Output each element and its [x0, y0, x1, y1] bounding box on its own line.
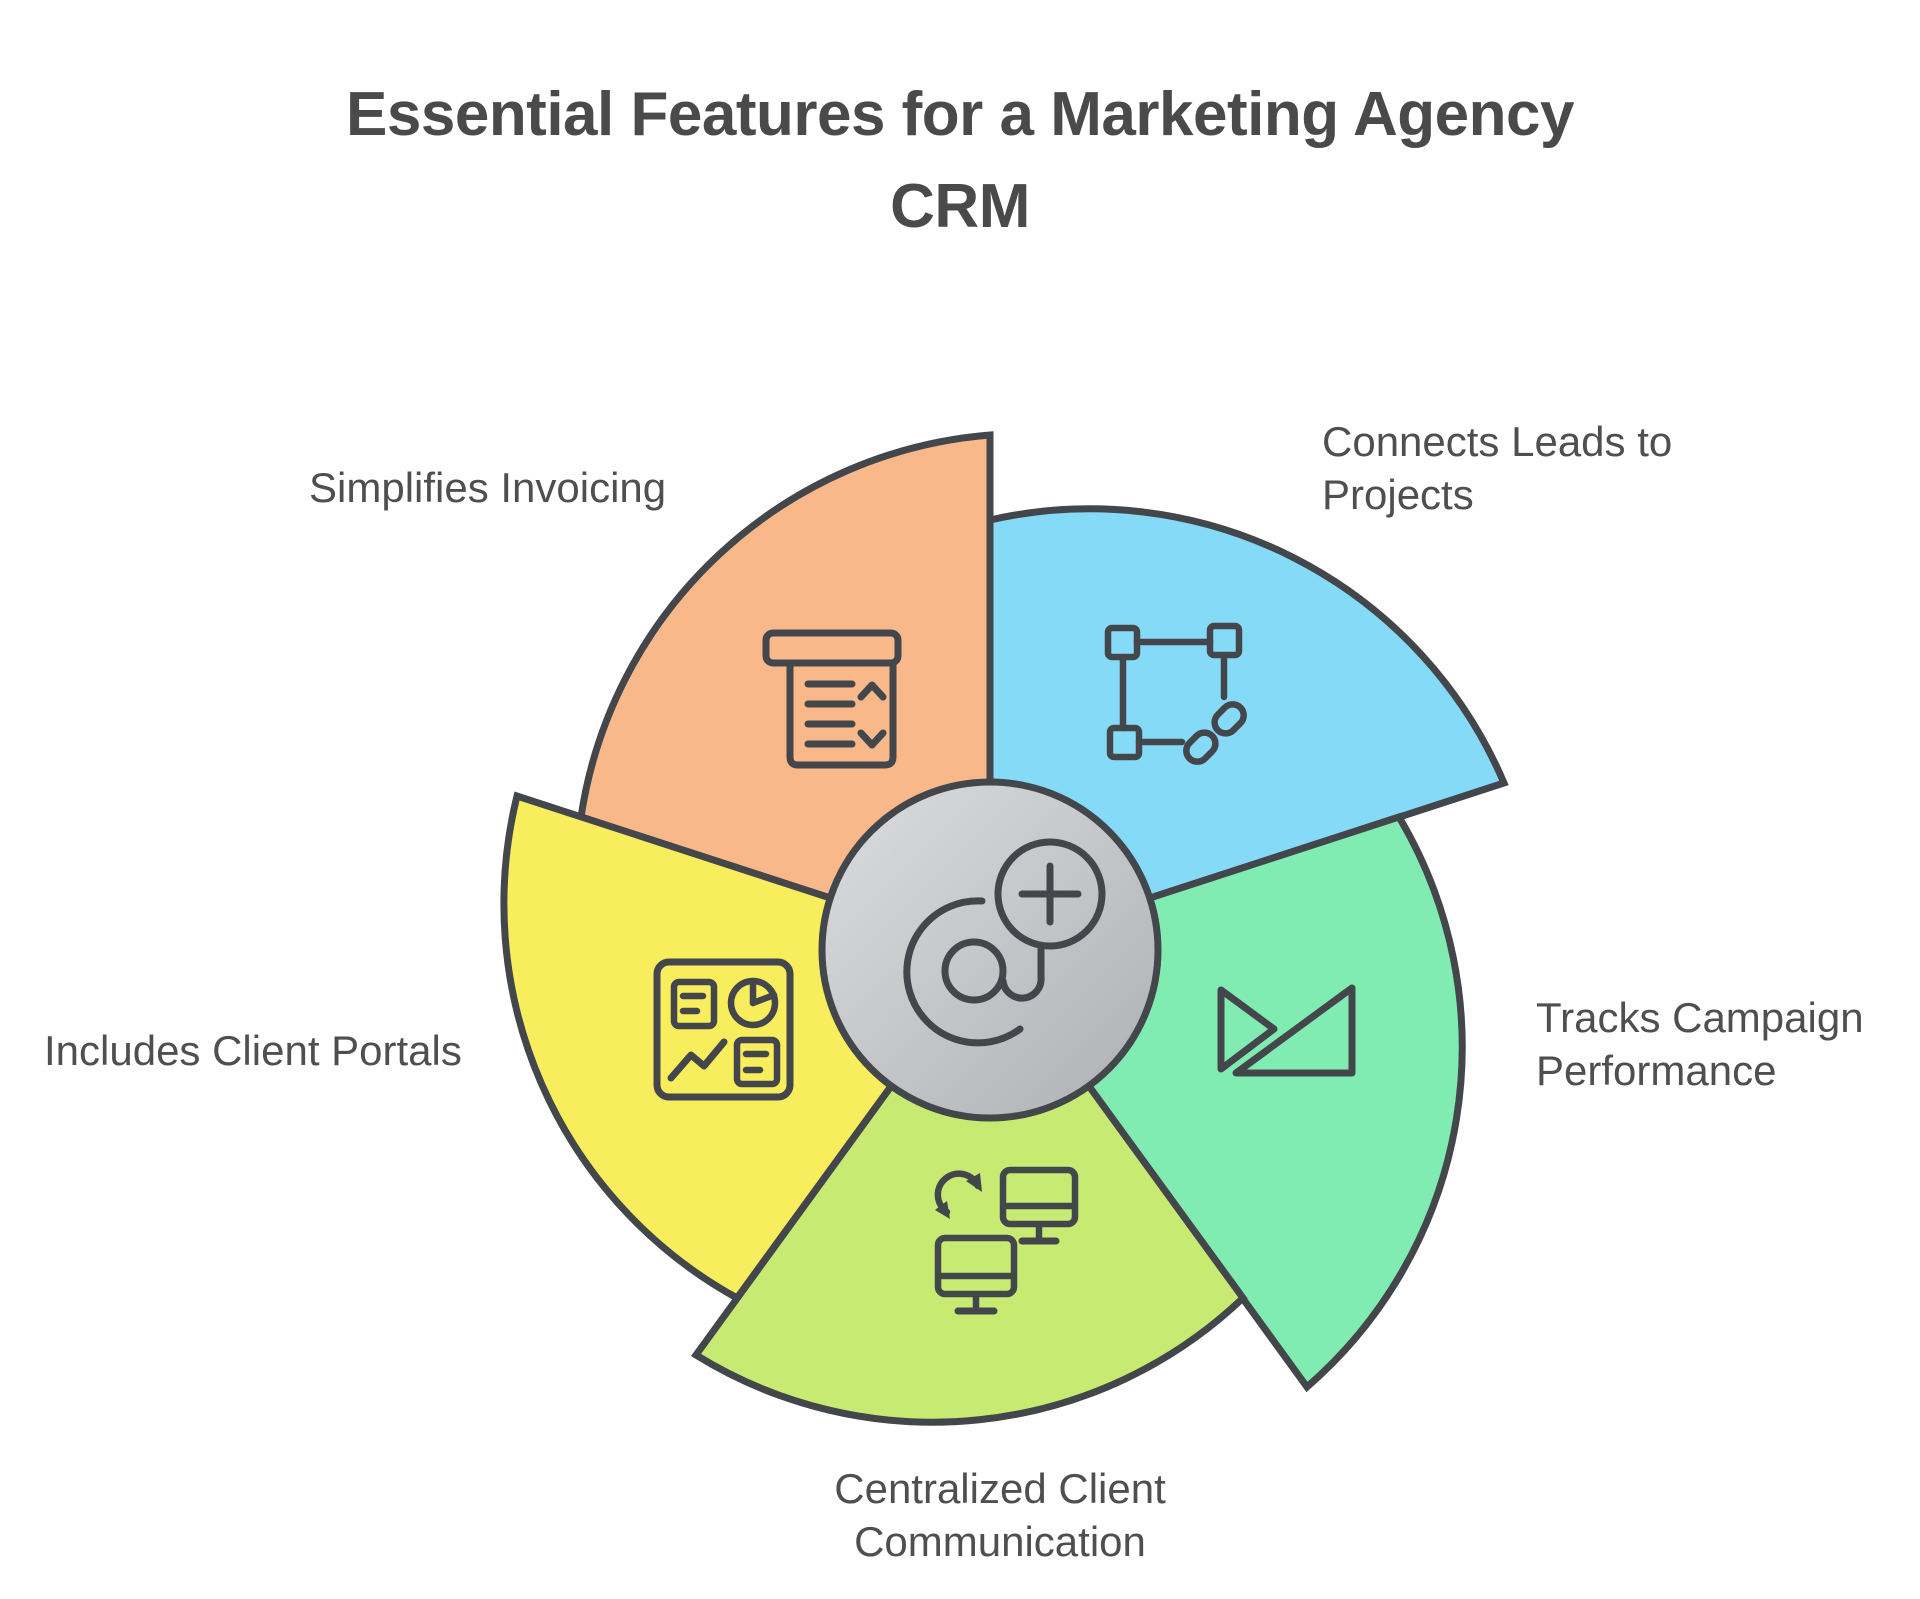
page-title-line2: CRM [890, 172, 1030, 241]
blade-communication [690, 944, 1248, 1426]
invoice-icon [762, 629, 902, 769]
segment-label-invoicing: Simplifies Invoicing [309, 464, 667, 511]
dashboard-icon [653, 958, 794, 1101]
page-title: Essential Features for a Marketing Agenc… [0, 69, 1920, 253]
at-mention-plus-icon [903, 838, 1106, 1047]
campaign-triangles-icon [1217, 984, 1356, 1077]
segment-label-portals: Includes Client Portals [44, 1027, 462, 1074]
segment-label-leads: Connects Leads to Projects [1322, 418, 1673, 518]
segment-label-campaign: Tracks Campaign Performance [1536, 994, 1864, 1094]
computers-sync-icon [934, 1166, 1079, 1315]
segment-label-communication: Centralized Client Communication [834, 1465, 1166, 1565]
link-selection-icon [1104, 622, 1247, 765]
page-title-line1: Essential Features for a Marketing Agenc… [346, 80, 1574, 149]
